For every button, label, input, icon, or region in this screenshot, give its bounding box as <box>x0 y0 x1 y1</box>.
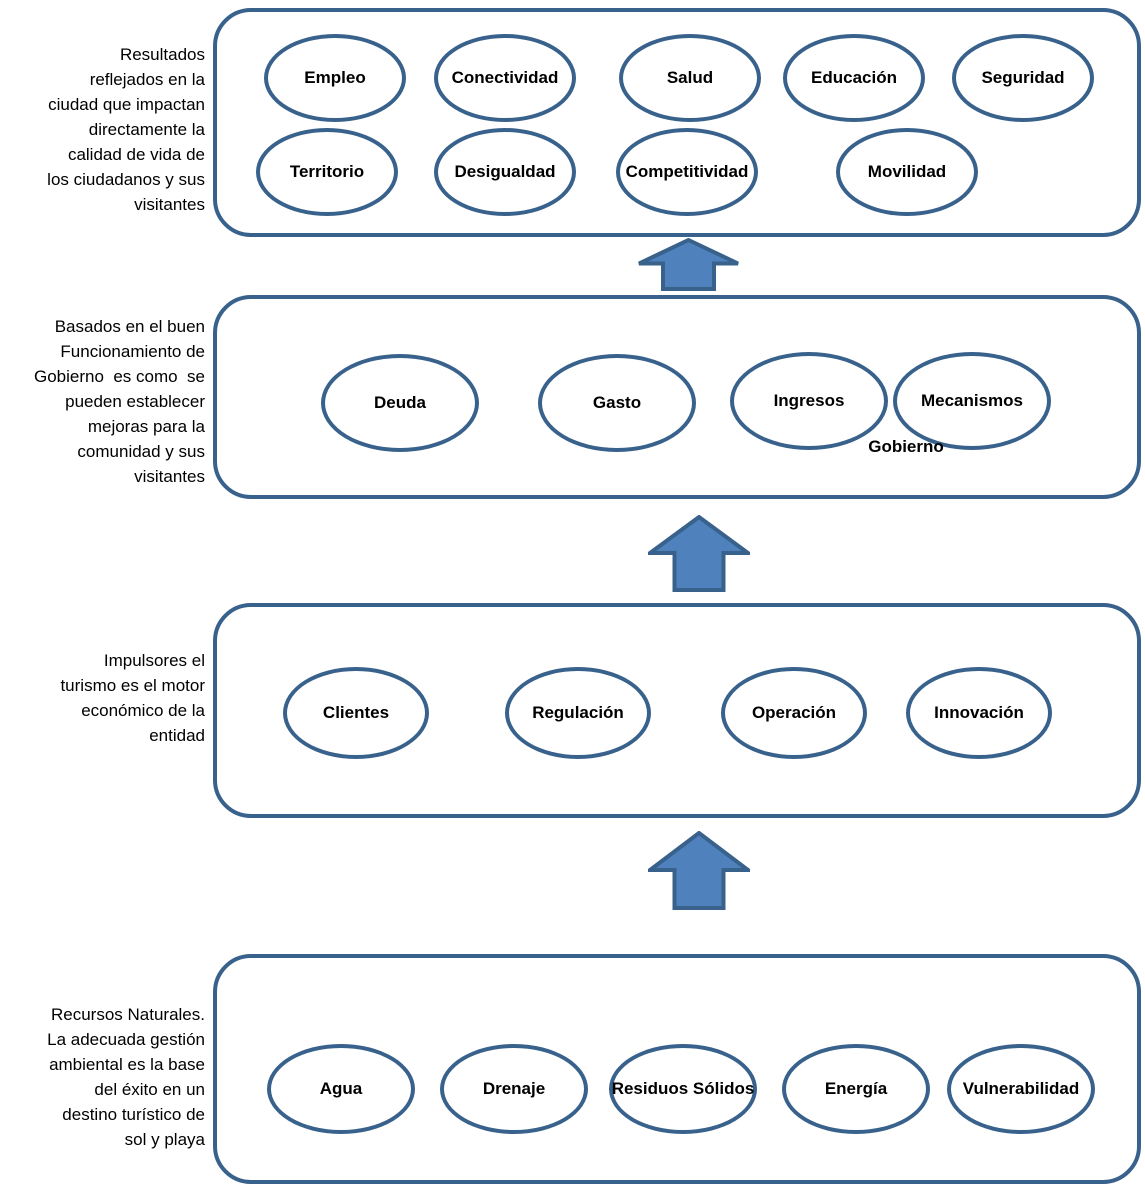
ellipse-vulnerabilidad: Vulnerabilidad <box>947 1044 1095 1134</box>
ellipse-label: Clientes <box>322 703 390 722</box>
ellipse-label: Energía <box>824 1079 888 1098</box>
ellipse-label: Seguridad <box>981 68 1065 87</box>
ellipse-seguridad: Seguridad <box>952 34 1094 122</box>
ellipse-ingresos: Ingresos <box>730 352 888 450</box>
ellipse-residuos-solidos: Residuos Sólidos <box>609 1044 757 1134</box>
ellipse-label: Conectividad <box>451 68 559 87</box>
up-arrow-icon <box>643 514 755 592</box>
ellipse-competitividad: Competitividad <box>616 128 758 216</box>
ellipse-label: Empleo <box>304 68 366 87</box>
ellipse-desigualdad: Desigualdad <box>434 128 576 216</box>
ellipse-innovacion: Innovación <box>906 667 1052 759</box>
ellipse-label: Operación <box>751 703 837 722</box>
ellipse-operacion: Operación <box>721 667 867 759</box>
ellipse-label: Competitividad <box>625 162 749 181</box>
ellipse-energia: Energía <box>782 1044 930 1134</box>
ellipse-mecanismos: Mecanismos <box>893 352 1051 450</box>
level-resultados-description: Resultados reflejados en la ciudad que i… <box>47 45 205 214</box>
up-arrow-icon <box>637 237 740 291</box>
ellipse-educacion: Educación <box>783 34 925 122</box>
ellipse-conectividad: Conectividad <box>434 34 576 122</box>
ellipse-label: Territorio <box>289 162 365 181</box>
ellipse-label: Gasto <box>592 393 642 412</box>
ellipse-label: Educación <box>811 68 897 87</box>
ellipse-label: Vulnerabilidad <box>962 1079 1080 1098</box>
ellipse-label: Desigualdad <box>454 162 556 181</box>
ellipse-deuda: Deuda <box>321 354 479 452</box>
ellipse-regulacion: Regulación <box>505 667 651 759</box>
ellipse-label: Regulación <box>532 703 624 722</box>
ellipse-territorio: Territorio <box>256 128 398 216</box>
ellipse-label: Agua <box>319 1079 363 1098</box>
level-recursos-description: Recursos Naturales. La adecuada gestión … <box>47 1005 205 1149</box>
ellipse-label: Movilidad <box>867 162 947 181</box>
ellipse-label: Residuos Sólidos <box>611 1079 755 1098</box>
ellipse-empleo: Empleo <box>264 34 406 122</box>
level-impulsores-description: Impulsores el turismo es el motor económ… <box>60 651 205 745</box>
ellipse-label: Deuda <box>374 393 426 412</box>
ellipse-drenaje: Drenaje <box>440 1044 588 1134</box>
ellipse-clientes: Clientes <box>283 667 429 759</box>
ellipse-agua: Agua <box>267 1044 415 1134</box>
up-arrow-icon <box>644 830 754 910</box>
gobierno-caption: Gobierno <box>868 437 944 456</box>
ellipse-gasto: Gasto <box>538 354 696 452</box>
ellipse-label: Salud <box>666 68 714 87</box>
ellipse-label: Ingresos <box>773 391 845 410</box>
level-gobierno-description: Basados en el buen Funcionamiento de Gob… <box>33 317 205 486</box>
ellipse-label: Drenaje <box>482 1079 546 1098</box>
ellipse-label: Innovación <box>934 703 1024 722</box>
ellipse-label: Mecanismos <box>920 391 1024 410</box>
ellipse-movilidad: Movilidad <box>836 128 978 216</box>
ellipse-salud: Salud <box>619 34 761 122</box>
